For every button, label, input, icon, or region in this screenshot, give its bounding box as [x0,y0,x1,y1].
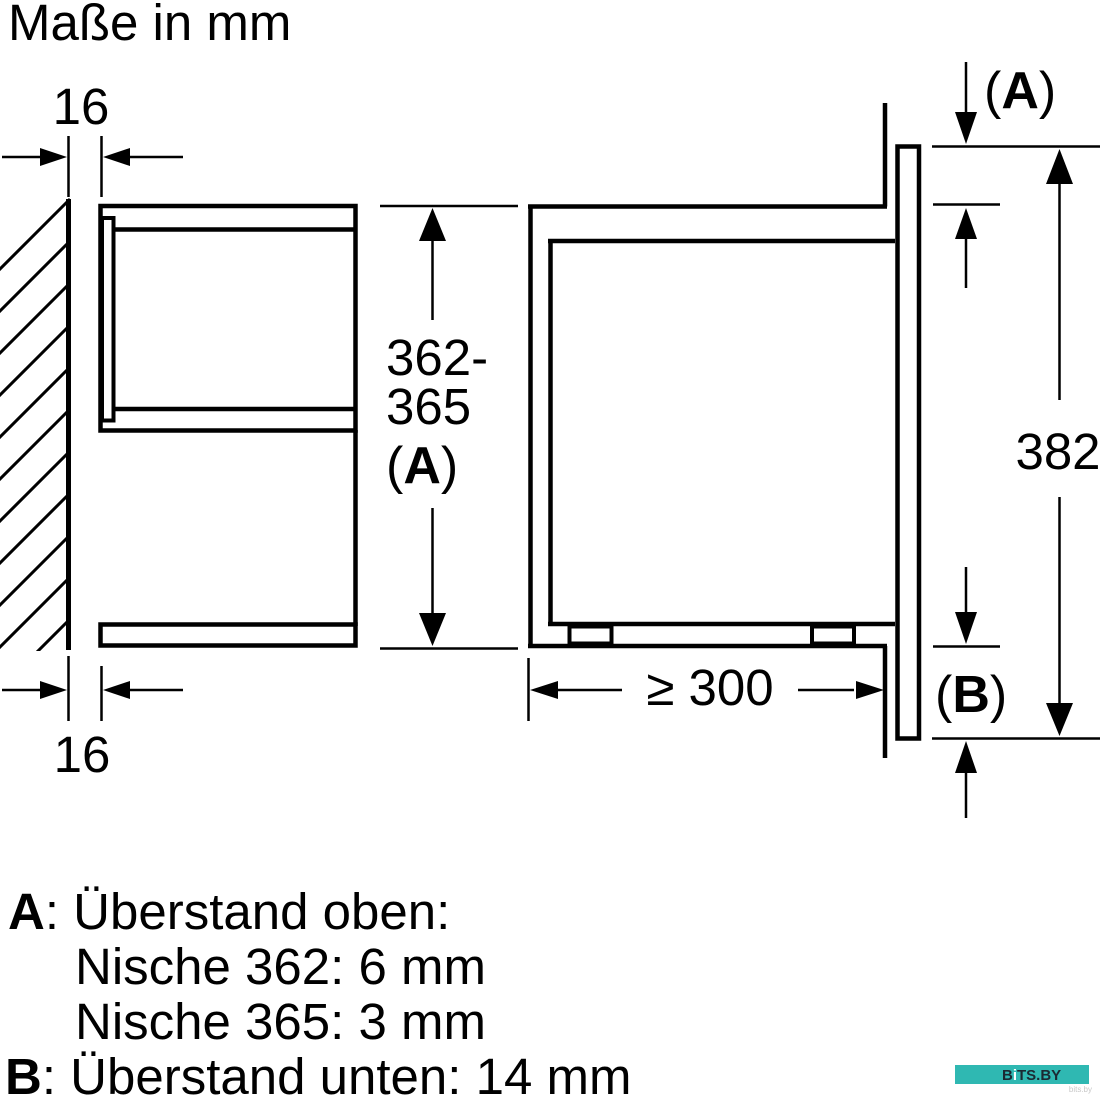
arrow-up-icon [1046,149,1073,184]
arrow-up-icon [419,208,446,241]
arrow-right-icon [856,681,884,699]
front-trim-panel [895,144,922,741]
arrow-down-icon [955,112,977,144]
wall-hatching [0,197,70,651]
watermark: BiTS.BY bits.by [955,1065,1092,1094]
watermark-subtext: bits.by [1069,1085,1092,1094]
appliance-body-side-view [548,144,922,741]
arrow-down-icon [419,613,446,646]
dim-niche-height: 362- 365 (A) [380,204,518,650]
arrow-right-icon [40,681,67,699]
legend-line-a: A: Überstand oben: [8,883,450,940]
arrow-up-icon [955,208,977,239]
arrow-left-icon [103,148,130,166]
arrow-right-icon [40,148,67,166]
appliance-foot-rear [567,624,614,646]
niche-outline [528,103,888,758]
appliance-foot-front [810,624,856,646]
watermark-bar [955,1065,1089,1084]
arrow-down-icon [955,612,977,644]
overhang-bottom-label: (B) [935,666,1007,724]
side-view-diagram: ≥ 300 382 (A) (B) [527,62,1101,818]
dim-overhang-bottom: (B) [933,567,1007,818]
niche-depth-value: ≥ 300 [646,659,773,716]
front-height-value: 382 [1015,423,1100,480]
dim-wall-gap-bottom: 16 [2,656,183,783]
arrow-left-icon [530,681,558,699]
legend-line-nische-365: Nische 365: 3 mm [75,993,486,1050]
dim-wall-gap-bottom-value: 16 [54,726,111,783]
overhang-top-label: (A) [984,62,1056,120]
niche-height-value-line2: 365 [386,378,471,435]
top-view-diagram: 16 16 [0,78,358,783]
legend-line-nische-362: Nische 362: 6 mm [75,938,486,995]
dim-niche-depth: ≥ 300 [527,658,884,721]
appliance-outline-top-view [98,203,358,648]
niche-height-ref-label: (A) [386,437,458,495]
side-trim-strip [100,216,116,423]
arrow-down-icon [1046,703,1073,736]
page-title: Maße in mm [8,0,291,51]
dim-front-height: 382 [932,145,1101,740]
dim-overhang-top: (A) [933,62,1056,288]
arrow-left-icon [103,681,130,699]
dim-wall-gap-top: 16 [2,78,183,197]
watermark-logo: BiTS.BY [1002,1067,1061,1084]
legend: A: Überstand oben: Nische 362: 6 mm Nisc… [5,883,631,1100]
front-bar [98,622,358,648]
legend-line-b: B: Überstand unten: 14 mm [5,1048,631,1100]
dim-wall-gap-top-value: 16 [53,78,110,135]
arrow-up-icon [955,741,977,773]
niche-height-value-line1: 362- [386,329,488,386]
